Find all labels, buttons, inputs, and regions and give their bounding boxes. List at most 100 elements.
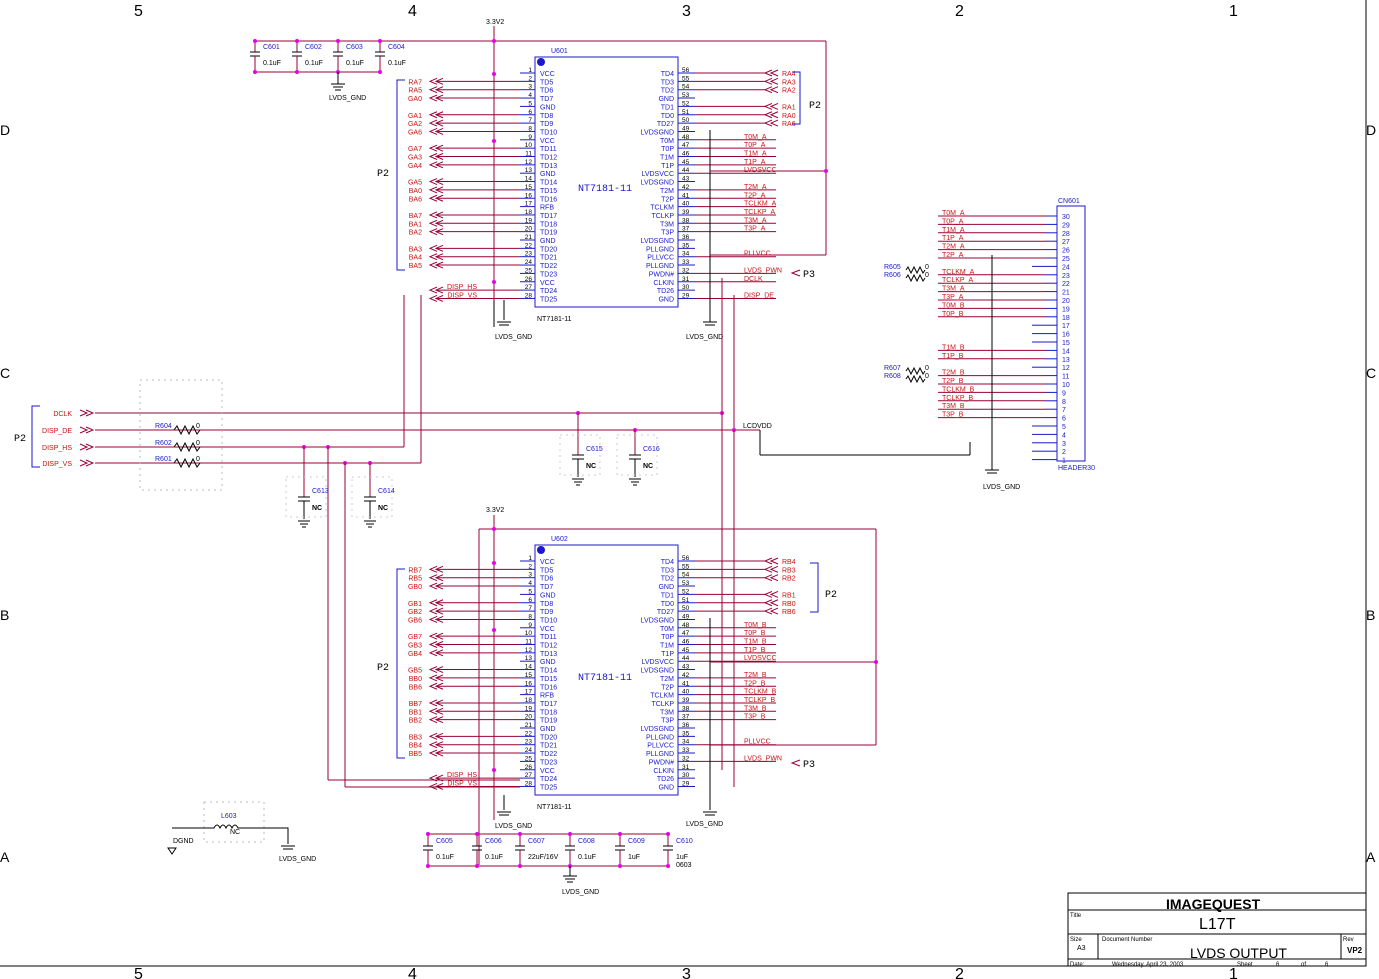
gnd-label: LVDS_GND: [562, 889, 599, 896]
pin-number: 48: [682, 622, 690, 629]
pin-number: 19: [525, 705, 533, 712]
cn601-part: HEADER30: [1058, 465, 1095, 472]
pin-name: TD9: [540, 121, 553, 128]
col-label: 5: [134, 966, 143, 979]
pin-name: T3P: [661, 718, 674, 725]
net-label: T0M_B: [942, 302, 965, 309]
cap-ref: C613: [312, 488, 329, 495]
pin-number: 20: [525, 714, 533, 721]
port-label: P2: [809, 101, 821, 112]
net-label: RA1: [782, 104, 796, 111]
pin-name: LVDSGND: [641, 617, 674, 624]
net-label: DISP_HS: [447, 284, 477, 291]
top-decoupling: 3.3V2 C6010.1uFC6020.1uFC6030.1uFC6040.1…: [250, 19, 827, 300]
pin-name: PLLGND: [646, 263, 674, 270]
cap-ref: C604: [388, 44, 405, 51]
net-label: RB1: [782, 592, 796, 599]
pin-name: TD7: [540, 96, 553, 103]
docnum-value: LVDS OUTPUT: [1190, 945, 1287, 961]
net-label: GA7: [408, 146, 422, 153]
pin-name: TD11: [540, 634, 557, 641]
net-label: DISP_HS: [447, 772, 477, 779]
pin-name: VCC: [540, 138, 555, 145]
pin-number: 5: [528, 588, 532, 595]
net-label: PLLVCC: [744, 251, 771, 258]
net-label: T0P_A: [942, 218, 964, 225]
net-label: T2P_A: [744, 192, 766, 199]
power-label: 3.3V2: [486, 507, 504, 514]
pin-number: 16: [525, 192, 533, 199]
pin-number: 28: [1062, 231, 1070, 238]
pin-number: 23: [525, 739, 533, 746]
net-label: PLLVCC: [744, 739, 771, 746]
pin-name: T0P: [661, 634, 674, 641]
net-label: DCLK: [744, 276, 763, 283]
pin-number: 1: [1062, 458, 1066, 465]
net-label: RA5: [408, 88, 422, 95]
gnd-label: LVDS_GND: [279, 856, 316, 863]
pin-number: 18: [525, 209, 533, 216]
net-label: T0M_A: [942, 210, 965, 217]
net-label: GA4: [408, 163, 422, 170]
cap-value: NC: [586, 463, 596, 470]
zone-row-labels: D C B A D C B A: [0, 122, 1376, 865]
gnd-label: LVDS_GND: [686, 334, 723, 341]
pin-number: 14: [1062, 348, 1070, 355]
pin-number: 53: [682, 92, 690, 99]
net-label: T3M_A: [942, 286, 965, 293]
pin-name: VCC: [540, 280, 555, 287]
row-label: C: [1366, 365, 1376, 381]
input-port: DISP_HS: [42, 445, 72, 452]
pin-number: 35: [682, 242, 690, 249]
of-label: of: [1301, 962, 1306, 968]
pin-name: TD25: [540, 296, 557, 303]
pin-number: 20: [525, 226, 533, 233]
net-label: GA3: [408, 155, 422, 162]
pin-number: 51: [682, 109, 690, 116]
net-label: BB1: [409, 709, 422, 716]
net-label: T2P_B: [942, 378, 964, 385]
net-label: TCLKM_A: [942, 269, 975, 276]
pin-name: TD0: [661, 113, 674, 120]
pin-number: 56: [682, 555, 690, 562]
pin-number: 4: [1062, 432, 1066, 439]
l603-val: NC: [230, 829, 240, 836]
net-label: T0P_B: [744, 630, 766, 637]
pin-name: GND: [540, 726, 556, 733]
pin-name: TD10: [540, 617, 557, 624]
pin-number: 52: [682, 100, 690, 107]
pin-number: 3: [1062, 441, 1066, 448]
pin-name: GND: [540, 104, 556, 111]
pin-number: 2: [528, 75, 532, 82]
port-label: P3: [803, 270, 815, 281]
pin-number: 47: [682, 142, 690, 149]
cap-ref: C610: [676, 838, 693, 845]
pin-number: 23: [525, 251, 533, 258]
pin-name: TCLKM: [650, 205, 674, 212]
pin-name: PLLGND: [646, 734, 674, 741]
net-label: T2P_B: [744, 680, 766, 687]
pin-number: 4: [528, 92, 532, 99]
pin-number: 53: [682, 580, 690, 587]
resistor-value: 0: [925, 272, 929, 279]
net-label: T2M_B: [942, 370, 965, 377]
pin-number: 9: [528, 134, 532, 141]
col-label: 2: [955, 3, 964, 20]
net-label: LVDS_PWN: [744, 755, 782, 762]
net-label: GB1: [408, 601, 422, 608]
net-label: RB5: [408, 576, 422, 583]
pin-name: TCLKP: [651, 701, 674, 708]
pin-name: LVDSVCC: [641, 171, 674, 178]
pin-name: LVDSVCC: [641, 659, 674, 666]
docnum-label: Document Number: [1102, 937, 1152, 943]
net-label: T0P_A: [744, 142, 766, 149]
cap-ref: C609: [628, 838, 645, 845]
pin-name: TD8: [540, 601, 553, 608]
cap-value: 0.1uF: [346, 60, 364, 67]
pin-name: PWDN#: [649, 759, 674, 766]
pin-number: 17: [1062, 323, 1070, 330]
pin-number: 56: [682, 67, 690, 74]
pin-number: 26: [525, 764, 533, 771]
pin-number: 25: [1062, 256, 1070, 263]
